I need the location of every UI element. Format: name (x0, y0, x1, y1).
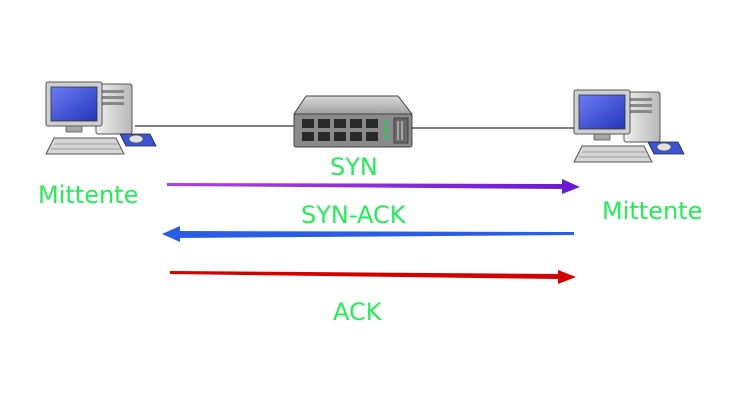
computer-icon (573, 89, 685, 163)
syn-label: SYN (330, 153, 378, 181)
arrow-syn-ack (162, 226, 574, 242)
sender-left-label: Mittente (38, 181, 139, 209)
ack-label: ACK (333, 298, 382, 326)
network-switch-icon (293, 95, 414, 148)
computer-icon (45, 81, 157, 155)
arrow-syn (167, 179, 580, 194)
syn-ack-label: SYN-ACK (301, 201, 406, 229)
sender-right-label: Mittente (602, 197, 703, 225)
arrow-ack (170, 270, 576, 284)
